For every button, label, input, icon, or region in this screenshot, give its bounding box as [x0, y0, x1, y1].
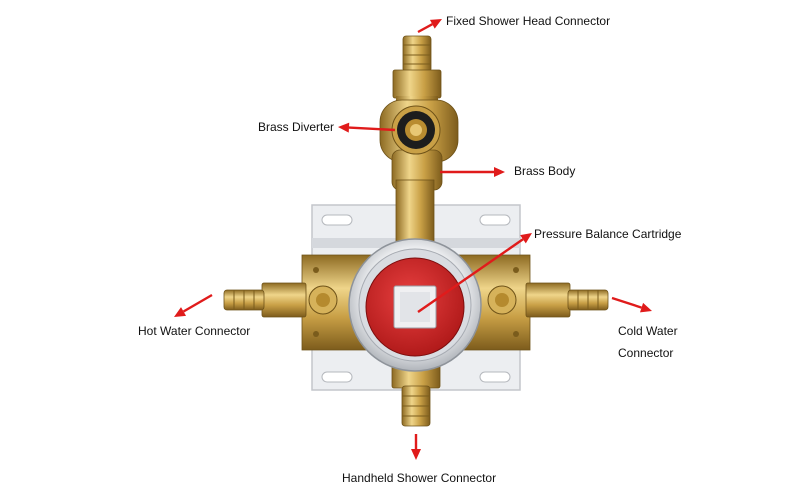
arrow-hot-water-shaft: [182, 293, 213, 313]
arrow-fixed-head-shaft: [417, 23, 433, 34]
arrow-brass-diverter-head: [338, 122, 350, 133]
fixed-head-pipe: [392, 35, 442, 106]
label-cold-water-connector: Cold Water Connector: [618, 320, 678, 364]
callout-arrows: [174, 19, 652, 460]
label-handheld-shower-connector: Handheld Shower Connector: [342, 471, 497, 485]
label-brass-diverter: Brass Diverter: [258, 120, 335, 134]
label-fixed-shower-head-connector: Fixed Shower Head Connector: [446, 14, 611, 28]
label-cold-water-line2: Connector: [618, 346, 674, 360]
arrow-handheld-head: [411, 449, 421, 460]
label-cold-water-line1: Cold Water: [618, 324, 678, 338]
arrow-cartridge-head: [520, 233, 532, 244]
label-pressure-balance-cartridge: Pressure Balance Cartridge: [534, 227, 682, 241]
pressure-balance-cartridge: [348, 238, 482, 372]
arrow-brass-body-head: [494, 167, 505, 177]
diverter-knob: [391, 105, 441, 155]
arrow-brass-diverter-shaft: [348, 126, 396, 132]
label-hot-water-connector: Hot Water Connector: [138, 324, 251, 338]
arrow-hot-water-head: [174, 307, 187, 317]
arrow-cold-water-shaft: [611, 296, 642, 309]
hot-water-pipe: [223, 282, 307, 318]
cold-water-pipe: [525, 282, 609, 318]
arrow-cold-water-head: [639, 302, 652, 313]
arrow-cartridge-shaft: [417, 238, 524, 313]
label-brass-body: Brass Body: [514, 164, 576, 178]
arrow-fixed-head-head: [429, 19, 442, 29]
